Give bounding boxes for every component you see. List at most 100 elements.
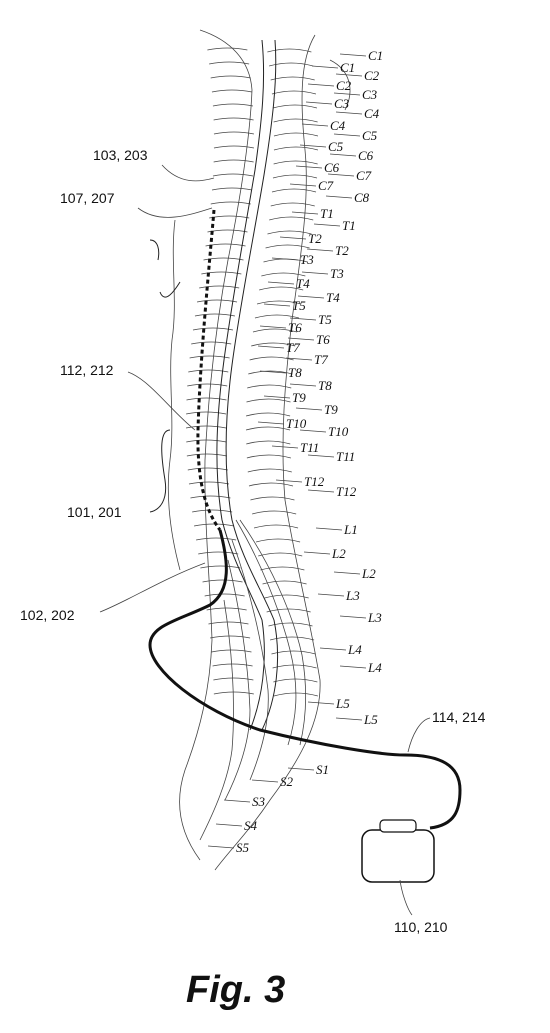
vertebral-body-stroke	[190, 495, 295, 501]
vertebral-body-stroke	[205, 243, 310, 249]
vertebra-label-t12: T12	[304, 474, 325, 489]
vertebra-leader-line	[301, 271, 329, 275]
vertebra-leader-line	[271, 445, 299, 449]
vertebra-label-t7: T7	[314, 352, 328, 367]
vertebra-leader-line	[299, 429, 327, 433]
vertebra-leader-line	[297, 295, 325, 299]
vertebral-body-stroke	[200, 565, 305, 571]
lead-and-cable	[148, 209, 462, 883]
vertebral-body-stroke	[193, 523, 299, 529]
vertebral-body-stroke	[188, 481, 294, 487]
vertebra-label-l3: L3	[367, 610, 382, 625]
vertebra-label-t6: T6	[288, 320, 302, 335]
vertebra-leader-line	[295, 407, 323, 411]
vertebra-label-t10: T10	[286, 416, 307, 431]
vertebral-body-stroke	[191, 341, 296, 347]
label-110-210: 110, 210	[394, 919, 448, 935]
vertebra-leader-line	[317, 593, 345, 597]
vertebra-label-t2: T2	[335, 243, 349, 258]
vertebral-body-stroke	[194, 313, 300, 319]
vertebra-leader-line	[207, 845, 235, 849]
label-107-207: 107, 207	[60, 190, 115, 206]
vertebra-label-l5: L5	[335, 696, 350, 711]
vertebra-label-c6: C6	[358, 148, 374, 163]
vertebra-leader-line	[329, 153, 357, 157]
vertebra-label-c2: C2	[336, 78, 352, 93]
figure-caption: Fig. 3	[186, 969, 285, 1011]
vertebral-body-stroke	[198, 551, 303, 557]
vertebra-leader-line	[313, 223, 341, 227]
vertebra-leader-line	[285, 357, 313, 361]
vertebra-leader-line	[339, 665, 367, 669]
vertebra-leader-line	[215, 823, 243, 827]
vertebra-label-t1: T1	[342, 218, 356, 233]
vertebra-leader-line	[303, 551, 331, 555]
vertebra-leader-line	[263, 303, 291, 307]
vertebra-label-l1: L1	[343, 522, 358, 537]
spinal-cord	[199, 39, 307, 841]
vertebral-body-stroke	[207, 47, 312, 53]
vertebral-body-stroke	[187, 467, 292, 473]
vertebra-label-t11: T11	[336, 449, 355, 464]
vertebra-label-c5: C5	[328, 139, 344, 154]
vertebra-leader-line	[257, 421, 285, 425]
vertebra-leader-line	[307, 83, 335, 87]
vertebral-body-stroke	[186, 439, 291, 445]
vertebra-label-t4: T4	[326, 290, 340, 305]
vertebral-body-stroke	[213, 691, 318, 697]
vertebra-leader-line	[333, 133, 361, 137]
vertebra-leader-line	[275, 479, 303, 483]
vertebra-label-s3: S3	[252, 794, 266, 809]
vertebra-label-t10: T10	[328, 424, 349, 439]
vertebra-leader-line	[263, 395, 291, 399]
vertebra-leader-line	[335, 73, 363, 77]
brackets	[149, 239, 181, 513]
vertebra-leader-line	[307, 489, 335, 493]
vertebra-leader-line	[319, 647, 347, 651]
vertebra-label-t6: T6	[316, 332, 330, 347]
vertebra-label-c1: C1	[368, 48, 383, 63]
vertebral-body-stroke	[187, 383, 292, 389]
vertebral-body-stroke	[212, 173, 318, 179]
vertebra-leader-line	[289, 383, 317, 387]
vertebra-leader-line	[257, 345, 285, 349]
vertebral-body-stroke	[196, 299, 302, 305]
vertebral-body-stroke	[185, 425, 291, 431]
vertebral-body-stroke	[207, 229, 312, 235]
vertebra-leader-line	[291, 211, 319, 215]
vertebral-body-stroke	[192, 509, 297, 515]
vertebra-label-c4: C4	[364, 106, 380, 121]
vertebra-leader-line	[335, 717, 363, 721]
vertebral-body-stroke	[212, 103, 318, 109]
vertebra-label-t7: T7	[286, 340, 300, 355]
vertebra-leader-line	[289, 317, 317, 321]
vertebra-label-l3: L3	[345, 588, 360, 603]
vertebra-leader-line	[311, 65, 339, 69]
vertebra-label-s2: S2	[280, 774, 294, 789]
vertebral-body-stroke	[211, 89, 317, 95]
vertebra-leader-line	[325, 195, 353, 199]
vertebra-label-c7: C7	[318, 178, 334, 193]
vertebral-body-stroke	[210, 75, 315, 81]
vertebral-body-stroke	[208, 621, 313, 627]
vertebra-leader-line	[307, 701, 335, 705]
vertebra-label-c3: C3	[334, 96, 350, 111]
vertebral-body-stroke	[188, 369, 293, 375]
vertebra-leader-line	[307, 454, 335, 458]
vertebra-leader-line	[287, 767, 315, 771]
label-103-203: 103, 203	[93, 147, 148, 163]
vertebral-body-stroke	[204, 593, 309, 599]
vertebra-leader-line	[339, 615, 367, 619]
vertebra-label-l2: L2	[361, 566, 376, 581]
vertebra-leader-line	[279, 236, 307, 240]
vertebra-label-t1: T1	[320, 206, 334, 221]
vertebra-label-s5: S5	[236, 840, 250, 855]
vertebral-body-stroke	[211, 187, 317, 193]
vertebral-body-stroke	[199, 285, 304, 291]
vertebra-label-t11: T11	[300, 440, 319, 455]
vertebra-label-l2: L2	[331, 546, 346, 561]
vertebral-body-stroke	[192, 327, 298, 333]
vertebral-body-stroke	[202, 579, 307, 585]
vertebra-label-s1: S1	[316, 762, 329, 777]
label-101-201: 101, 201	[67, 504, 122, 520]
